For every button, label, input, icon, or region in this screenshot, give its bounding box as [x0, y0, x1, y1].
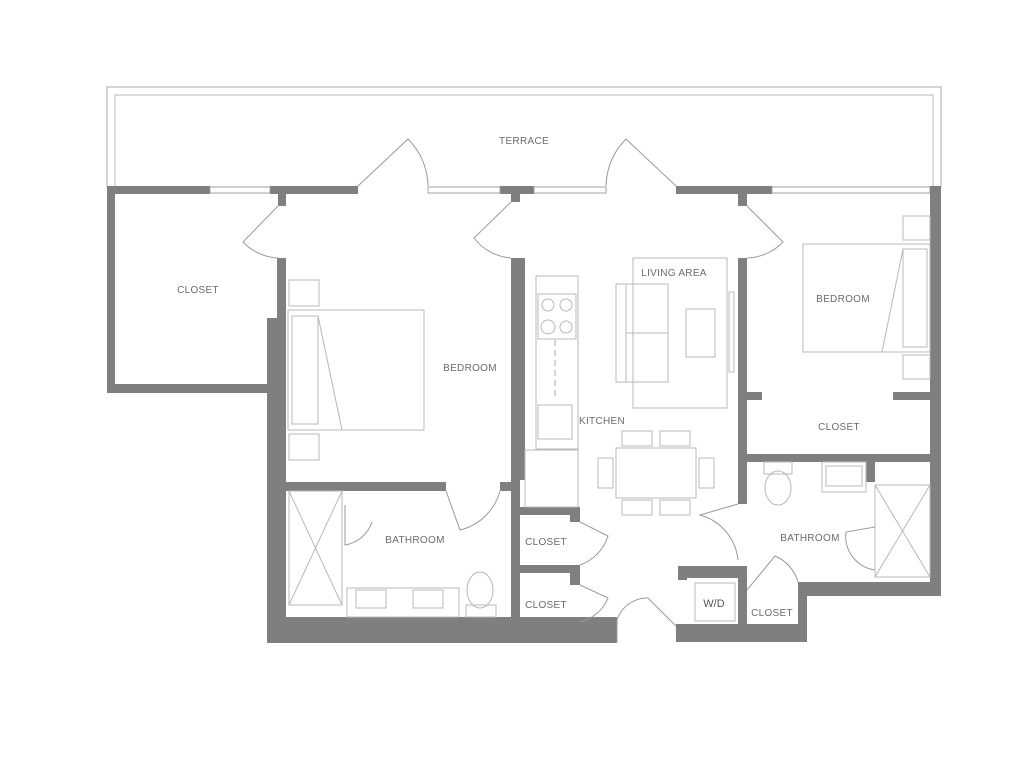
fridge	[524, 449, 579, 508]
vanity	[821, 461, 867, 493]
washer-dryer	[694, 582, 736, 622]
vanity	[346, 587, 460, 618]
nightstand	[288, 433, 320, 461]
nightstand	[902, 354, 931, 380]
terrace-label: TERRACE	[499, 136, 549, 147]
bedroom-left-label: BEDROOM	[443, 363, 497, 374]
dining-table	[615, 447, 697, 499]
kitchen-label: KITCHEN	[579, 416, 625, 427]
stove	[537, 293, 577, 340]
nightstand	[288, 279, 320, 307]
closet-mid-1-label: CLOSET	[525, 537, 567, 548]
doors	[242, 138, 876, 642]
closet-mid-2-label: CLOSET	[525, 600, 567, 611]
toilet	[764, 470, 792, 506]
closet-left-label: CLOSET	[177, 285, 219, 296]
room-labels: TERRACE CLOSET BEDROOM LIVING AREA BEDRO…	[177, 136, 870, 619]
kitchen-sink	[537, 404, 573, 440]
terrace	[106, 86, 942, 187]
bedroom-right-label: BEDROOM	[816, 294, 870, 305]
bathroom-right-label: BATHROOM	[780, 533, 839, 544]
window	[533, 186, 607, 194]
bathroom-left-label: BATHROOM	[385, 535, 444, 546]
walls	[107, 186, 941, 643]
window	[427, 186, 501, 194]
bed	[287, 309, 425, 431]
closet-right-label: CLOSET	[818, 422, 860, 433]
shower	[874, 484, 931, 578]
tv-console	[728, 291, 735, 373]
bed	[802, 243, 931, 353]
kitchen-counter	[535, 275, 579, 450]
furniture	[287, 215, 931, 622]
nightstand	[902, 215, 931, 241]
living-area-label: LIVING AREA	[641, 268, 707, 279]
coffee-table	[685, 308, 716, 358]
toilet	[466, 571, 494, 609]
shower	[288, 490, 343, 606]
window	[771, 186, 931, 194]
window	[209, 186, 271, 194]
washer-dryer-label: W/D	[703, 598, 724, 610]
closet-small-label: CLOSET	[751, 608, 793, 619]
